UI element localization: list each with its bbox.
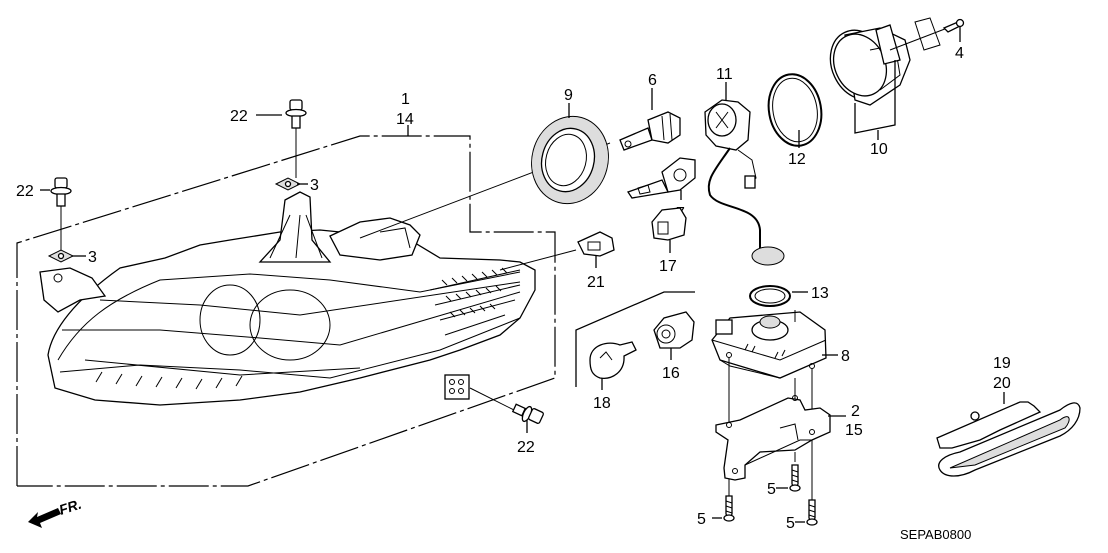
- ballast-unit-8[interactable]: [711, 310, 827, 379]
- ballast-bracket-2-15[interactable]: [715, 358, 831, 500]
- bolt-22-bottom[interactable]: [469, 387, 544, 424]
- cap-cover-10[interactable]: [819, 17, 941, 109]
- side-marker-19-20[interactable]: [936, 401, 1081, 477]
- callout-11: 11: [716, 66, 733, 83]
- ballast-socket-harness-11[interactable]: [704, 99, 785, 266]
- callout-9: 9: [564, 87, 573, 104]
- bulb-6[interactable]: [619, 111, 681, 151]
- callout-12: 12: [788, 151, 806, 168]
- callout-1: 1: [401, 91, 410, 108]
- callout-10: 10: [870, 141, 888, 158]
- front-direction-label: FR.: [57, 496, 83, 518]
- callout-17: 17: [659, 258, 677, 275]
- screw-5-left[interactable]: [723, 495, 735, 522]
- front-direction-arrow-icon: [28, 508, 61, 528]
- callout-6: 6: [648, 72, 657, 89]
- callout-21: 21: [587, 274, 605, 291]
- nut-3-left[interactable]: [47, 249, 75, 263]
- callout-3-left: 3: [88, 249, 97, 266]
- callout-18: 18: [593, 395, 611, 412]
- callout-13: 13: [811, 285, 829, 302]
- callout-22-left: 22: [16, 183, 34, 200]
- callout-3-top: 3: [310, 177, 319, 194]
- headlight-assembly-boundary: [16, 125, 556, 487]
- callout-8: 8: [841, 348, 850, 365]
- o-ring-12[interactable]: [763, 70, 827, 150]
- dust-cover-9[interactable]: [359, 108, 618, 239]
- callout-5-center: 5: [767, 481, 776, 498]
- callout-4: 4: [955, 45, 964, 62]
- bolt-22-top[interactable]: [285, 99, 307, 178]
- bracket-10: [854, 60, 896, 134]
- callout-2: 2: [851, 403, 860, 420]
- socket-16[interactable]: [653, 311, 695, 349]
- nut-3-top[interactable]: [274, 177, 302, 191]
- o-ring-13[interactable]: [749, 285, 791, 307]
- callout-15: 15: [845, 422, 863, 439]
- headlight-housing[interactable]: [39, 191, 536, 406]
- callout-5-right: 5: [786, 515, 795, 532]
- socket-17[interactable]: [651, 207, 687, 241]
- screw-5-center[interactable]: [789, 452, 801, 492]
- callout-19: 19: [993, 355, 1011, 372]
- bolt-22-left[interactable]: [50, 177, 72, 250]
- callout-20: 20: [993, 375, 1011, 392]
- bulb-7[interactable]: [626, 157, 696, 199]
- bulb-21[interactable]: [499, 231, 615, 271]
- callout-16: 16: [662, 365, 680, 382]
- bulb-18[interactable]: [589, 341, 637, 379]
- callout-14: 14: [396, 111, 414, 128]
- callout-5-left: 5: [697, 511, 706, 528]
- diagram-code: SEPAB0800: [900, 527, 971, 542]
- bracket-16-18: [575, 291, 695, 387]
- callout-22-top: 22: [230, 108, 248, 125]
- screw-4[interactable]: [889, 18, 965, 51]
- callout-22-bottom: 22: [517, 439, 535, 456]
- screw-5-right[interactable]: [806, 499, 818, 526]
